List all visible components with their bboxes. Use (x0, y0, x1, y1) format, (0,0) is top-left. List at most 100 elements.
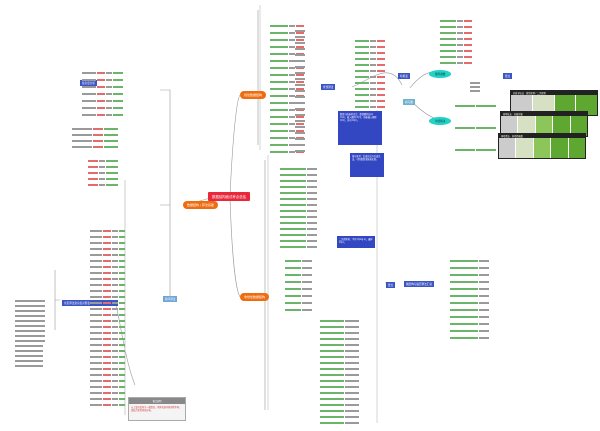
leaf-node[interactable] (90, 292, 126, 304)
leaf-node[interactable] (270, 57, 305, 69)
leaf-node[interactable] (280, 206, 318, 218)
leaf-node[interactable] (285, 285, 313, 297)
leaf-node[interactable] (90, 274, 126, 286)
leaf-node[interactable] (82, 69, 124, 81)
leaf-node[interactable] (440, 40, 473, 52)
leaf-node[interactable] (90, 346, 126, 358)
leaf-node[interactable] (320, 310, 360, 322)
leaf-node[interactable] (90, 244, 126, 256)
leaf-node[interactable] (270, 106, 305, 118)
leaf-node[interactable] (355, 96, 386, 108)
leaf-node[interactable] (270, 78, 305, 90)
leaf-node[interactable] (90, 364, 126, 376)
leaf-node[interactable] (280, 188, 318, 200)
leaf-node[interactable] (320, 334, 360, 346)
leaf-node[interactable] (280, 212, 318, 224)
leaf-node[interactable] (450, 327, 490, 339)
leaf-node[interactable] (280, 182, 318, 194)
leaf-node[interactable] (90, 286, 126, 298)
leaf-node[interactable] (320, 340, 360, 352)
leaf-node[interactable] (15, 320, 46, 332)
leaf-node[interactable] (270, 120, 305, 132)
leaf-node[interactable] (295, 116, 306, 128)
leaf-node[interactable] (270, 29, 305, 41)
leaf-node[interactable] (15, 345, 44, 357)
leaf-node[interactable] (90, 316, 126, 328)
leaf-node[interactable] (90, 310, 126, 322)
leaf-node[interactable] (280, 230, 318, 242)
leaf-node[interactable] (320, 400, 360, 412)
leaf-node[interactable] (295, 44, 306, 56)
leaf-node[interactable] (90, 328, 126, 340)
main-branch-top-right[interactable]: 线性数据结构 (240, 91, 267, 99)
sub-node-graph-summary[interactable]: 图结构与遍历算法汇总 (404, 281, 434, 287)
leaf-node[interactable] (270, 64, 305, 76)
leaf-node[interactable] (82, 62, 124, 74)
leaf-node[interactable] (15, 355, 44, 367)
leaf-node[interactable] (450, 299, 490, 311)
leaf-node[interactable] (320, 328, 360, 340)
leaf-node[interactable] (270, 141, 305, 153)
leaf-node[interactable] (90, 340, 126, 352)
leaf-node[interactable] (90, 352, 126, 364)
leaf-node[interactable] (295, 56, 306, 68)
leaf-node[interactable] (280, 218, 318, 230)
leaf-node[interactable] (270, 15, 305, 27)
leaf-node[interactable] (455, 95, 497, 107)
leaf-node[interactable] (280, 170, 318, 182)
leaf-node[interactable] (72, 118, 119, 130)
leaf-node[interactable] (90, 388, 126, 400)
leaf-node[interactable] (295, 98, 306, 110)
leaf-node[interactable] (320, 322, 360, 334)
main-branch-bottom-right[interactable]: 非线性数据结构 (240, 293, 270, 301)
leaf-node[interactable] (355, 78, 386, 90)
leaf-node[interactable] (90, 238, 126, 250)
leaf-node[interactable] (88, 162, 119, 174)
leaf-node[interactable] (285, 299, 313, 311)
sub-node-tree-graph[interactable]: 树与图 (403, 99, 415, 105)
leaf-node[interactable] (82, 97, 124, 109)
leaf-node[interactable] (295, 38, 306, 50)
leaf-node[interactable] (450, 257, 490, 269)
leaf-node[interactable] (470, 72, 481, 84)
leaf-node[interactable] (455, 139, 497, 151)
leaf-node[interactable] (295, 68, 306, 80)
sub-node-sort[interactable]: 排序算法 (163, 296, 178, 302)
leaf-node[interactable] (440, 34, 473, 46)
leaf-node[interactable] (320, 316, 360, 328)
main-branch-left[interactable]: 数据结构 / 算法基础 (183, 201, 218, 209)
leaf-node[interactable] (280, 224, 318, 236)
teal-node-hash-function[interactable]: 散列函数 (429, 70, 452, 78)
leaf-node[interactable] (270, 99, 305, 111)
leaf-node[interactable] (280, 194, 318, 206)
leaf-node[interactable] (15, 350, 44, 362)
leaf-node[interactable] (15, 335, 44, 347)
leaf-node[interactable] (450, 313, 490, 325)
sub-node-complexity[interactable]: 复杂度分析 (80, 80, 97, 86)
leaf-node[interactable] (450, 271, 490, 283)
leaf-node[interactable] (320, 394, 360, 406)
leaf-node[interactable] (320, 352, 360, 364)
leaf-node[interactable] (270, 71, 305, 83)
leaf-node[interactable] (88, 168, 119, 180)
leaf-node[interactable] (320, 376, 360, 388)
leaf-node[interactable] (15, 295, 46, 307)
leaf-node[interactable] (280, 176, 318, 188)
leaf-node[interactable] (440, 22, 473, 34)
leaf-node[interactable] (440, 28, 473, 40)
leaf-node[interactable] (355, 84, 386, 96)
leaf-node[interactable] (15, 340, 44, 352)
leaf-node[interactable] (295, 32, 306, 44)
leaf-node[interactable] (450, 278, 490, 290)
leaf-node[interactable] (450, 320, 490, 332)
leaf-node[interactable] (455, 117, 497, 129)
leaf-node[interactable] (72, 130, 119, 142)
sub-node-hash[interactable]: 哈希表 (398, 73, 410, 79)
leaf-node[interactable] (295, 20, 306, 32)
root-node[interactable]: 数据结构面试考点总结 (208, 192, 250, 201)
leaf-node[interactable] (90, 280, 126, 292)
leaf-node[interactable] (90, 250, 126, 262)
leaf-node[interactable] (88, 150, 119, 162)
leaf-node[interactable] (450, 306, 490, 318)
leaf-node[interactable] (320, 412, 360, 424)
